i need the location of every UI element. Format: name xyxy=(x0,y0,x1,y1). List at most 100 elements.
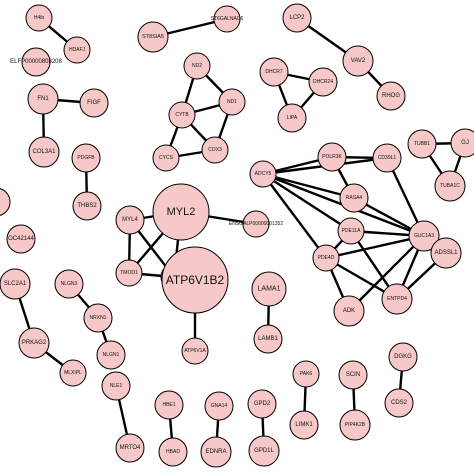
node-dhcr24[interactable]: DHCR24 xyxy=(308,67,338,97)
node-tmod1[interactable]: TMOD1 xyxy=(115,259,143,287)
node-circle xyxy=(247,389,277,419)
node-label: NLGN3 xyxy=(61,281,78,287)
node-tubb1[interactable]: TUBB1 xyxy=(407,129,437,159)
node-tuba1c[interactable]: TUBA1C xyxy=(434,170,466,202)
node-scin[interactable]: SCIN xyxy=(338,360,368,390)
node-fn1[interactable]: FN1 xyxy=(27,83,59,115)
node-myl2[interactable]: MYL2 xyxy=(152,183,210,241)
node-rhog[interactable]: RHOG xyxy=(376,81,406,111)
node-limk1[interactable]: LIMK1 xyxy=(289,410,319,440)
node-pde4d[interactable]: PDE4D xyxy=(312,244,340,272)
node-cox3[interactable]: COX3 xyxy=(201,136,229,164)
node-label: CD39L1 xyxy=(378,155,397,161)
node-nlgn1[interactable]: NLGN1 xyxy=(96,340,126,370)
node-adssl1[interactable]: ADSSL1 xyxy=(430,237,462,269)
node-label: GPD1L xyxy=(254,448,274,454)
node-st8sia5[interactable]: ST8SIA5 xyxy=(137,21,169,53)
node-nrxn1[interactable]: NRXN1 xyxy=(83,303,113,333)
node-elfp_a[interactable]: ELFP00000808208 xyxy=(10,47,63,77)
node-label: ND1 xyxy=(227,99,237,105)
node-cycs[interactable]: CYCS xyxy=(152,144,180,172)
node-gj[interactable]: GJ xyxy=(450,128,474,158)
node-label: THBS2 xyxy=(77,203,97,209)
node-nle1[interactable]: NLE1 xyxy=(101,371,131,401)
node-pde11a[interactable]: PDE11A xyxy=(337,217,365,245)
node-gna14[interactable]: GNA14 xyxy=(204,391,234,421)
node-label: RHOG xyxy=(382,93,400,99)
node-nd2[interactable]: ND2 xyxy=(183,52,211,80)
node-label: COL3A1 xyxy=(32,149,56,155)
node-loc42144[interactable]: OC42144 xyxy=(6,224,36,254)
node-h4ib[interactable]: H4ib xyxy=(25,4,53,32)
node-label: MYL2 xyxy=(167,206,196,218)
node-circle xyxy=(407,129,437,159)
node-circle xyxy=(337,217,365,245)
node-adk[interactable]: ADK xyxy=(333,295,365,327)
node-circle xyxy=(115,259,143,287)
node-cytb[interactable]: CYTB xyxy=(168,101,196,129)
node-polr3k[interactable]: POLR3K xyxy=(317,142,347,172)
node-circle xyxy=(54,269,84,299)
node-figf[interactable]: FIGF xyxy=(79,88,109,118)
node-label: PDE11A xyxy=(342,228,361,234)
node-label: ENSGALP00000001352 xyxy=(229,221,283,227)
node-gpd2[interactable]: GPD2 xyxy=(247,389,277,419)
node-col3a1[interactable]: COL3A1 xyxy=(28,136,60,168)
node-label: CYCS xyxy=(159,155,174,161)
node-lama1[interactable]: LAMA1 xyxy=(251,271,287,307)
node-mlxipl[interactable]: MLXIPL xyxy=(59,359,87,387)
node-pip4k2b[interactable]: PIP4K2B xyxy=(339,409,371,441)
edge-adcy5-pde11a xyxy=(262,172,352,233)
node-dgkg[interactable]: DGKG xyxy=(388,342,418,372)
node-gpd1l[interactable]: GPD1L xyxy=(248,435,280,467)
node-label: PDE4D xyxy=(318,255,335,261)
node-pdgfb[interactable]: PDGFB xyxy=(71,143,101,173)
node-label: ATP6V1A xyxy=(184,348,206,354)
node-hdafj[interactable]: HDAFJ xyxy=(63,36,91,64)
node-atp6v1b2[interactable]: ATP6V1B2 xyxy=(161,246,229,314)
node-pak6[interactable]: PAK6 xyxy=(292,360,320,388)
node-t1[interactable]: T1 xyxy=(0,188,11,216)
node-label: H4ib xyxy=(34,15,45,21)
node-cd39l1[interactable]: CD39L1 xyxy=(372,143,402,173)
node-nlgn3[interactable]: NLGN3 xyxy=(54,269,84,299)
node-cds2[interactable]: CDS2 xyxy=(384,388,414,418)
node-circle xyxy=(388,342,418,372)
node-lipa[interactable]: LIPA xyxy=(277,103,307,133)
node-mrto4[interactable]: MRTO4 xyxy=(115,433,145,463)
node-circle xyxy=(168,101,196,129)
node-atp6v1a[interactable]: ATP6V1A xyxy=(181,337,209,365)
node-thbs2[interactable]: THBS2 xyxy=(72,191,102,221)
node-hbad[interactable]: HBAD xyxy=(158,437,188,467)
node-label: ATP6V1B2 xyxy=(166,273,225,287)
node-label: OC42144 xyxy=(8,236,34,242)
node-label: NRXN1 xyxy=(90,315,107,321)
node-label: SCIN xyxy=(346,372,360,378)
node-adcy5[interactable]: ADCY5 xyxy=(249,160,277,188)
node-label: NLE1 xyxy=(110,383,123,389)
node-hbe1[interactable]: HBE1 xyxy=(154,390,184,420)
node-label: PDGFB xyxy=(77,155,95,161)
node-vav2[interactable]: VAV2 xyxy=(342,45,374,77)
node-rasa4[interactable]: RASA4 xyxy=(339,183,369,213)
node-label: EDNRA xyxy=(205,449,226,455)
node-circle xyxy=(253,324,283,354)
node-dhcr7[interactable]: DHCR7 xyxy=(259,57,289,87)
node-ensgalp[interactable]: ENSGALP00000001352 xyxy=(229,210,283,238)
node-lcp2[interactable]: LCP2 xyxy=(282,3,312,33)
node-circle xyxy=(251,271,287,307)
node-label: ST6GALNAC6 xyxy=(211,16,244,22)
node-nd1[interactable]: ND1 xyxy=(218,88,246,116)
node-label: GPD2 xyxy=(254,401,271,407)
node-guc1a3[interactable]: GUC1A3 xyxy=(408,220,440,252)
node-prkag2[interactable]: PRKAG2 xyxy=(18,327,50,359)
node-lamb1[interactable]: LAMB1 xyxy=(253,324,283,354)
node-slc2a1[interactable]: SLC2A1 xyxy=(0,268,31,300)
node-st6galnac6[interactable]: ST6GALNAC6 xyxy=(211,5,244,33)
node-ednra[interactable]: EDNRA xyxy=(200,436,232,468)
node-circle xyxy=(372,143,402,173)
node-myl4[interactable]: MYL4 xyxy=(115,205,145,235)
node-entpd4[interactable]: ENTPD4 xyxy=(381,283,413,315)
